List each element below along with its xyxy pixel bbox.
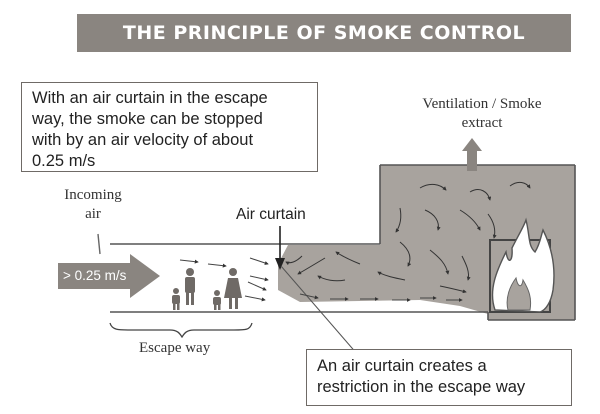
air-curtain-velocity-callout: With an air curtain in the escape way, t… <box>21 82 318 172</box>
velocity-label: > 0.25 m/s <box>63 268 127 283</box>
incoming-air-label-line: air <box>85 206 101 222</box>
escape-way-brace <box>109 322 253 339</box>
callout-line: way, the smoke can be stopped <box>32 110 263 128</box>
incoming-air-label: Incoming air <box>60 186 126 224</box>
building-outline <box>110 164 576 321</box>
ventilation-label: Ventilation / Smoke extract <box>398 95 566 133</box>
title-banner: THE PRINCIPLE OF SMOKE CONTROL <box>77 14 571 52</box>
diagram-title: THE PRINCIPLE OF SMOKE CONTROL <box>122 22 526 44</box>
smoke-flow-arrows <box>285 181 531 294</box>
callout-line: with by an air velocity of about <box>32 131 254 149</box>
evacuees-icon <box>172 268 242 310</box>
extract-arrow-icon <box>462 138 482 171</box>
restriction-callout: An air curtain creates a restriction in … <box>306 349 572 406</box>
callout-line: restriction in the escape way <box>317 378 526 396</box>
ventilation-label-line: Ventilation / Smoke <box>422 96 542 112</box>
escape-way-label: Escape way <box>139 340 211 356</box>
callout-line: An air curtain creates a <box>317 357 487 375</box>
velocity-arrow-icon <box>58 254 160 298</box>
air-curtain-label: Air curtain <box>236 206 306 223</box>
incoming-air-marker <box>97 233 101 255</box>
ventilation-label-line: extract <box>461 115 503 131</box>
callout-line: 0.25 m/s <box>32 152 96 170</box>
air-flow-arrows <box>179 257 463 302</box>
incoming-air-label-line: Incoming <box>64 187 122 203</box>
callout-leader-line <box>280 265 359 356</box>
fire-icon <box>491 217 555 313</box>
air-curtain-arrow-icon <box>275 226 285 270</box>
callout-line: With an air curtain in the escape <box>32 89 268 107</box>
